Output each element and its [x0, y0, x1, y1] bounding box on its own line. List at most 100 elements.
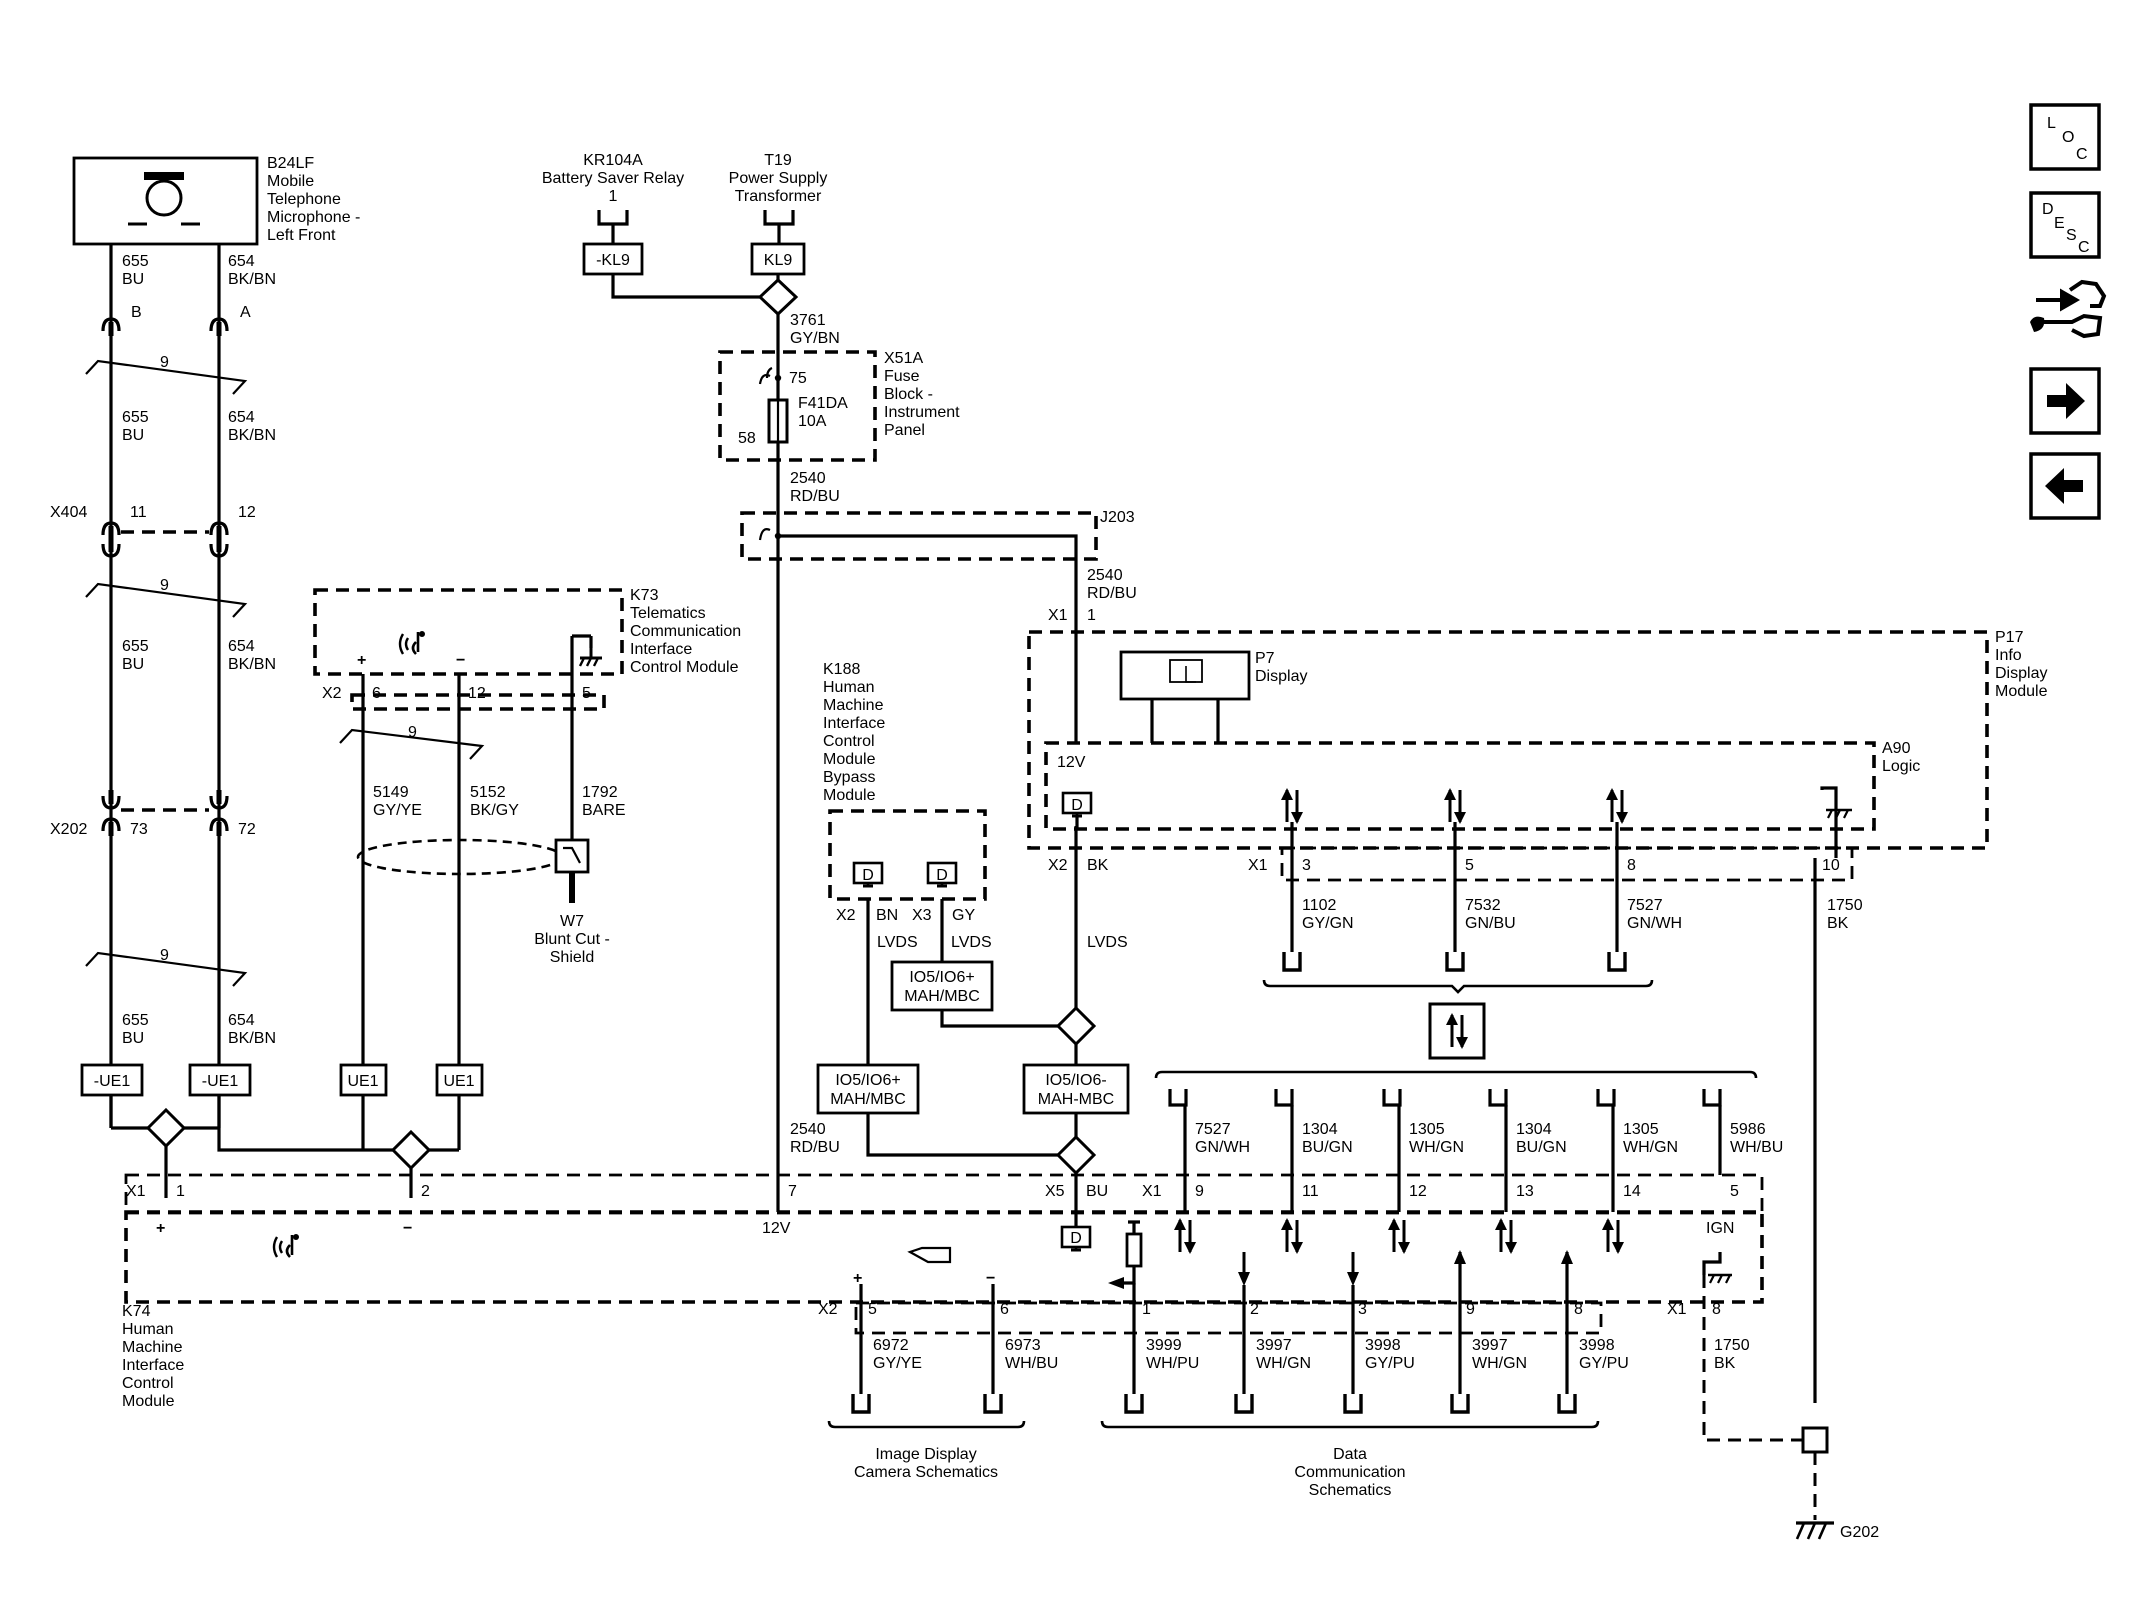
x51a-name-2: Block - — [884, 386, 933, 403]
wire-color-655-c: BU — [122, 656, 144, 673]
desc-s: S — [2066, 227, 2077, 244]
wire-label-654-c: 654 — [228, 638, 255, 655]
kr104a-pin: 1 — [609, 188, 618, 205]
svg-text:-KL9: -KL9 — [596, 252, 630, 269]
wire-6972-color: GY/YE — [873, 1355, 922, 1372]
k74-x2-pin-5: 5 — [868, 1301, 877, 1318]
wire-5149-color: GY/YE — [373, 802, 422, 819]
wire-7527-a-color: GN/WH — [1627, 915, 1682, 932]
k74-bottom-harness — [827, 1392, 1600, 1429]
pin-a: A — [240, 304, 251, 321]
k74-pin-14: 14 — [1623, 1183, 1641, 1200]
svg-text:-UE1: -UE1 — [202, 1073, 239, 1090]
wire-1304-a-color: BU/GN — [1302, 1139, 1353, 1156]
ground-g202 — [1795, 1426, 1834, 1540]
wire-3761: 3761 — [790, 312, 826, 329]
a90-name: Logic — [1882, 758, 1920, 775]
w7-shield — [356, 838, 590, 903]
dest-data-comm-1[interactable]: Data — [1333, 1446, 1367, 1463]
splice-3761 — [757, 277, 799, 317]
dest-image-display-2[interactable]: Camera Schematics — [854, 1464, 998, 1481]
wire-1792-color: BARE — [582, 802, 626, 819]
k188-x2: X2 — [836, 907, 856, 924]
wire-3998-a: 3998 — [1365, 1337, 1401, 1354]
k74-pin-13: 13 — [1516, 1183, 1534, 1200]
fuse-rating: 10A — [798, 413, 827, 430]
desc-d: D — [2042, 201, 2054, 218]
w7-name-1: Blunt Cut - — [534, 931, 610, 948]
k73-pin-6: 6 — [372, 685, 381, 702]
wire-1102: 1102 — [1302, 897, 1337, 914]
wire-5152-color: BK/GY — [470, 802, 519, 819]
p7-name: Display — [1255, 668, 1307, 685]
k74-ign: IGN — [1706, 1220, 1734, 1237]
wire-3997-a-color: WH/GN — [1256, 1355, 1311, 1372]
wire-2540-a: 2540 — [790, 470, 826, 487]
wire-3997-a: 3997 — [1256, 1337, 1292, 1354]
k188-d2: D — [936, 867, 948, 884]
svg-text:UE1: UE1 — [443, 1073, 474, 1090]
previous-page-button[interactable] — [2029, 452, 2101, 520]
wire-1304-a: 1304 — [1302, 1121, 1338, 1138]
dest-image-display-1[interactable]: Image Display — [875, 1446, 976, 1463]
wire-7527-a: 7527 — [1627, 897, 1663, 914]
wire-label-655-d: 655 — [122, 1012, 149, 1029]
p17-ref: P17 — [1995, 629, 2024, 646]
connector-view-button[interactable] — [2030, 279, 2107, 339]
desc-c: C — [2078, 239, 2090, 256]
loc-l: L — [2047, 115, 2056, 132]
k74-ref: K74 — [122, 1303, 151, 1320]
wire-2540-c: 2540 — [790, 1121, 826, 1138]
b24lf-microphone — [72, 156, 259, 246]
t19-ref: T19 — [764, 152, 792, 169]
lvds-p17: LVDS — [1087, 934, 1128, 951]
location-button[interactable]: L O C — [2029, 103, 2101, 171]
wire-6972: 6972 — [873, 1337, 909, 1354]
k188-name-1: Human — [823, 679, 875, 696]
k74-name-5: Module — [122, 1393, 175, 1410]
dest-data-comm-2[interactable]: Communication — [1294, 1464, 1405, 1481]
p17-name-3: Module — [1995, 683, 2048, 700]
svg-text:UE1: UE1 — [347, 1073, 378, 1090]
arrow-right-icon — [2047, 383, 2085, 419]
k74-name-4: Control — [122, 1375, 174, 1392]
p17-pin-5: 5 — [1465, 857, 1474, 874]
k188-x3: X3 — [912, 907, 932, 924]
b24lf-name-3: Microphone - — [267, 209, 360, 226]
loc-o: O — [2062, 129, 2074, 146]
wire-3761-color: GY/BN — [790, 330, 840, 347]
wire-1305-b: 1305 — [1623, 1121, 1659, 1138]
terminal-ue1-neg-2: -UE1 — [188, 1063, 252, 1097]
k188-name-7: Module — [823, 787, 876, 804]
k74-camera-minus: − — [986, 1270, 995, 1287]
j203-ref: J203 — [1100, 509, 1135, 526]
dest-data-comm-3[interactable]: Schematics — [1309, 1482, 1392, 1499]
terminal-io-neg: IO5/IO6- MAH-MBC — [1022, 1063, 1130, 1115]
k74-x1-harness-connectors — [1168, 1089, 1722, 1107]
k73-plus: + — [357, 652, 366, 669]
pin-11-x404: 11 — [130, 504, 147, 521]
k74-x1-right: X1 — [1142, 1183, 1162, 1200]
k73-pin-5: 5 — [582, 685, 591, 702]
wire-5986-color: WH/BU — [1730, 1139, 1783, 1156]
k74-d: D — [1070, 1230, 1082, 1247]
k73-twist-label: 9 — [408, 724, 417, 741]
wire-7532-color: GN/BU — [1465, 915, 1516, 932]
wire-3999: 3999 — [1146, 1337, 1182, 1354]
terminal-ue1-2: UE1 — [435, 1063, 484, 1097]
k74-bottom-wires — [859, 1252, 1803, 1442]
k73-telematics-module — [313, 588, 624, 711]
next-page-button[interactable] — [2029, 367, 2101, 435]
wire-1750-b: 1750 — [1714, 1337, 1750, 1354]
kr104a-ref: KR104A — [583, 152, 643, 169]
harness-bracket-k74 — [1154, 1070, 1758, 1079]
b24lf-name-1: Mobile — [267, 173, 314, 190]
description-button[interactable]: D E S C — [2029, 191, 2101, 259]
k74-bu: BU — [1086, 1183, 1108, 1200]
k188-name-6: Bypass — [823, 769, 875, 786]
svg-text:IO5/IO6-: IO5/IO6- — [1045, 1072, 1106, 1089]
k74-pin-2: 2 — [421, 1183, 430, 1200]
wire-color-655-a: BU — [122, 271, 144, 288]
k74-x2-pin-8: 8 — [1574, 1301, 1583, 1318]
k74-name-2: Machine — [122, 1339, 183, 1356]
